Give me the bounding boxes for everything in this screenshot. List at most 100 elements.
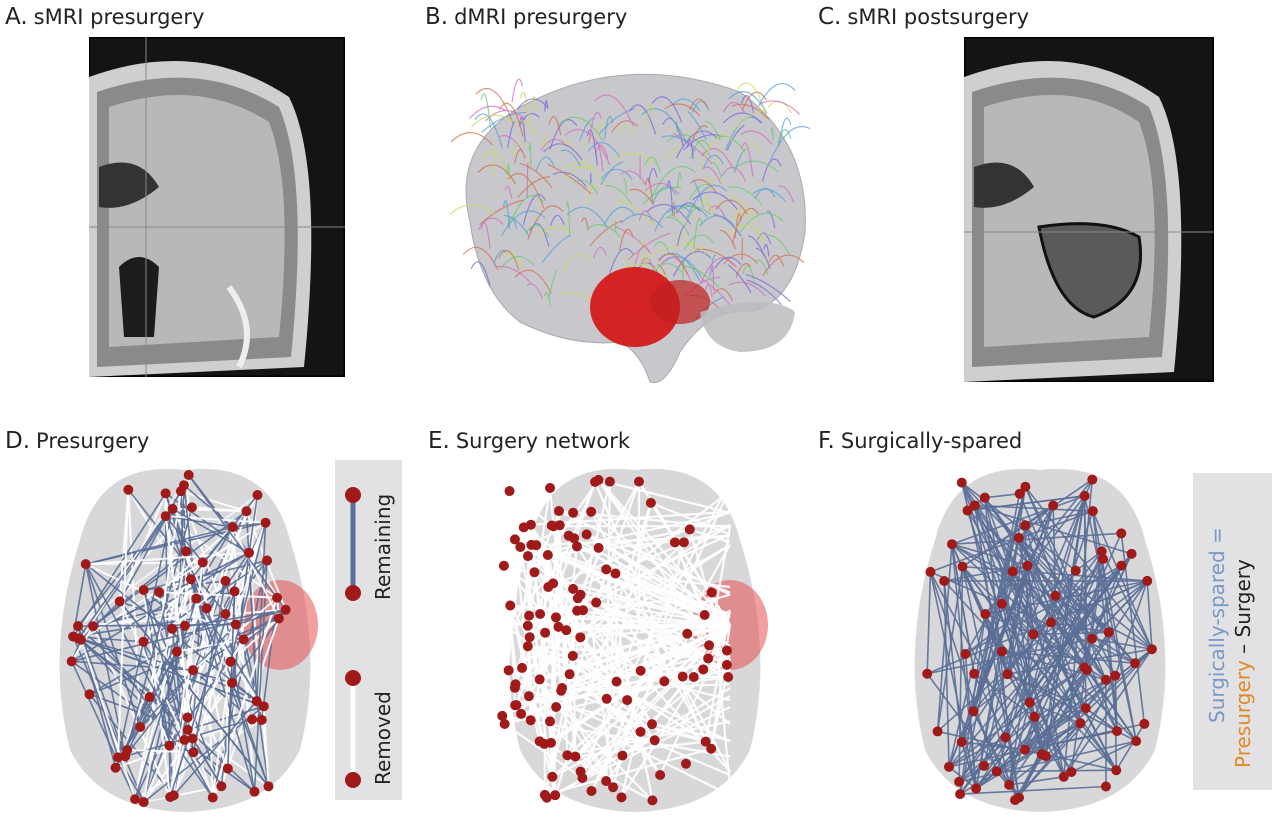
fiber — [651, 96, 683, 123]
network-node — [1139, 718, 1150, 729]
network-node — [499, 719, 510, 730]
fiber — [768, 234, 791, 256]
network-node — [187, 733, 198, 744]
network-node — [130, 794, 141, 805]
network-edge — [192, 580, 227, 753]
panel-title: sMRI postsurgery — [847, 5, 1030, 29]
fiber — [498, 249, 520, 271]
network-edge — [80, 600, 121, 641]
fiber — [645, 203, 692, 225]
fiber — [471, 114, 515, 128]
fiber — [667, 204, 708, 217]
network-edge — [1115, 723, 1146, 771]
network-node — [160, 488, 171, 499]
node-icon — [345, 487, 361, 503]
network-edge — [964, 505, 1054, 655]
network-edge — [117, 489, 130, 758]
network-node — [616, 792, 627, 803]
fiber — [768, 254, 785, 267]
network-edge — [1092, 510, 1153, 650]
fiber — [526, 283, 544, 300]
fiber — [778, 117, 792, 147]
fiber — [721, 166, 747, 182]
network-node — [201, 603, 212, 614]
network-edge — [142, 589, 186, 741]
network-node — [135, 722, 146, 733]
network-node — [979, 492, 990, 503]
network-node — [138, 584, 149, 595]
network-node — [956, 736, 967, 747]
fiber — [522, 194, 547, 226]
surgery-network — [497, 468, 768, 812]
legend-presurgery-term: Presurgery — [1231, 660, 1255, 768]
fiber — [587, 142, 620, 158]
network-node — [260, 517, 271, 528]
network-node — [220, 609, 231, 620]
fiber — [702, 154, 724, 170]
network-node — [225, 656, 236, 667]
fiber — [645, 103, 655, 128]
network-node — [183, 470, 194, 481]
network-edge — [521, 667, 654, 802]
fiber — [615, 226, 652, 254]
fiber — [561, 254, 591, 274]
network-edge — [187, 705, 265, 731]
network-edge — [1062, 479, 1094, 777]
network-node — [241, 506, 252, 517]
network-node — [138, 636, 149, 647]
network-node — [1131, 736, 1142, 747]
fiber — [742, 142, 761, 157]
fiber — [511, 142, 526, 156]
network-node — [971, 783, 982, 794]
network-edge — [220, 618, 280, 787]
network-edge — [943, 580, 950, 767]
fiber — [709, 254, 716, 277]
network-node — [1075, 718, 1086, 729]
network-node — [262, 555, 273, 566]
fiber — [739, 212, 784, 233]
network-node — [1014, 488, 1025, 499]
network-node — [601, 776, 612, 787]
network-edge — [85, 526, 234, 565]
network-edge — [527, 490, 731, 648]
network-node — [522, 620, 533, 631]
fiber — [610, 120, 638, 133]
fiber — [493, 249, 507, 265]
network-edge — [165, 515, 278, 599]
network-node — [207, 792, 218, 803]
fiber — [503, 214, 530, 237]
fiber — [740, 142, 754, 177]
network-node — [1048, 500, 1059, 511]
fiber — [620, 213, 664, 229]
network-node — [700, 736, 711, 747]
network-edge — [70, 660, 136, 800]
network-node — [179, 620, 190, 631]
network-edge — [605, 481, 611, 699]
network-edge — [78, 623, 236, 627]
network-edge — [1085, 707, 1118, 732]
network-edge — [124, 507, 193, 757]
network-edge — [965, 564, 1122, 655]
network-node — [505, 600, 516, 611]
legend-surgery-term: Surgery — [1231, 559, 1255, 638]
network-edge — [92, 607, 207, 628]
network-node — [659, 676, 670, 687]
network-edge — [127, 489, 227, 615]
network-node — [75, 634, 86, 645]
fiber — [755, 259, 769, 275]
network-edge — [119, 600, 270, 787]
fiber — [641, 108, 687, 143]
network-node — [1002, 669, 1013, 680]
fiber — [585, 184, 598, 209]
fiber — [511, 78, 524, 103]
network-node — [586, 785, 597, 796]
fiber — [778, 185, 795, 204]
network-node — [955, 789, 966, 800]
fiber — [763, 243, 770, 257]
network-edge — [948, 666, 1085, 768]
network-node — [957, 561, 968, 572]
fiber — [547, 163, 592, 195]
fiber — [693, 218, 704, 249]
network-edge — [527, 534, 731, 558]
fiber — [532, 96, 536, 113]
